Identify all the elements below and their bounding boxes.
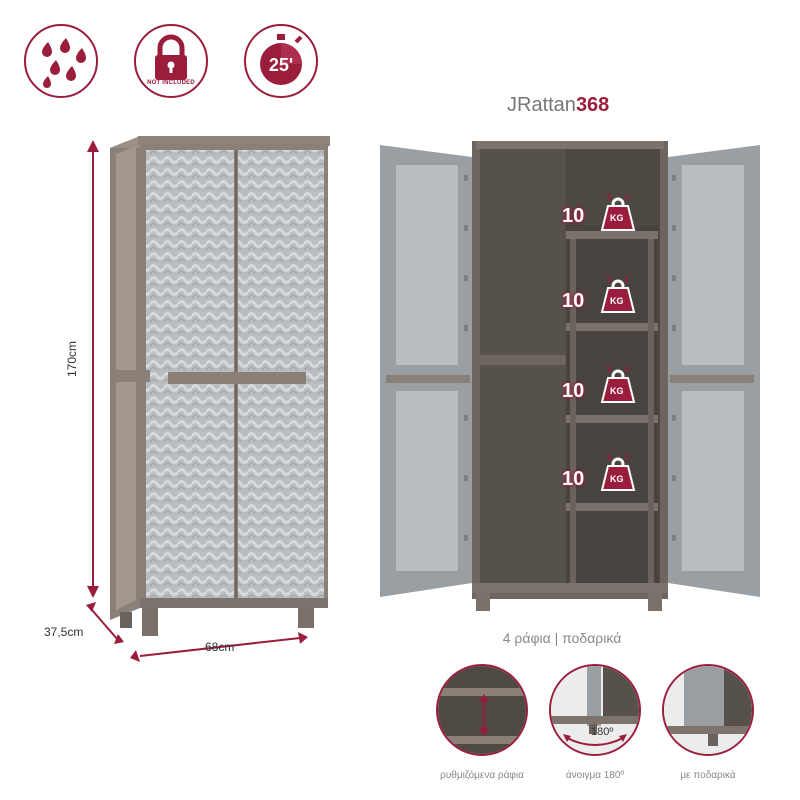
door-opening-degree: 180º xyxy=(591,726,614,738)
feet-thumb xyxy=(662,664,754,756)
lock-not-included-label: NOT INCLUDED xyxy=(147,80,195,86)
dimension-arrows xyxy=(86,140,308,662)
product-model-number: 368 xyxy=(575,94,610,116)
shelf-load-unit: KG xyxy=(610,386,624,396)
shelf-load-unit: KG xyxy=(610,296,624,306)
product-title: JRattan368 xyxy=(507,94,609,117)
feet-label: με ποδαρικά xyxy=(680,770,736,781)
door-opening-thumb: 180º xyxy=(549,664,641,756)
feet-icon xyxy=(664,666,752,754)
stopwatch-icon xyxy=(260,34,303,85)
adjustable-shelf-label: ρυθμιζόμενα ράφια xyxy=(440,770,524,781)
shelf-load-value: 10 xyxy=(562,290,585,312)
depth-dimension-label: 37,5cm xyxy=(44,625,84,639)
weight-icon xyxy=(600,275,636,313)
weight-icon xyxy=(600,365,636,403)
lock-not-included-badge: NOT INCLUDED xyxy=(134,24,208,98)
width-dimension-label: 68cm xyxy=(205,640,235,654)
shelf-load-unit: KG xyxy=(610,213,624,223)
weight-icon xyxy=(600,193,636,231)
door-opening-label: άνοιγμα 180º xyxy=(565,770,625,781)
door-opening-icon xyxy=(551,666,639,754)
lock-icon xyxy=(155,34,187,80)
rain-drops-icon xyxy=(42,38,86,88)
shelves-feet-caption: 4 ράφια | ποδαρικά xyxy=(502,630,622,646)
product-name-prefix: JRattan xyxy=(507,94,576,116)
shelf-load-value: 10 xyxy=(562,468,585,490)
height-dimension-label: 170cm xyxy=(65,340,80,378)
adjustable-shelf-icon xyxy=(438,666,526,754)
shelf-load-value: 10 xyxy=(562,205,585,227)
adjustable-shelf-thumb xyxy=(436,664,528,756)
weight-icon xyxy=(600,453,636,491)
assembly-time-badge: 25' xyxy=(244,24,318,98)
rain-resistant-badge xyxy=(24,24,98,98)
shelf-load-value: 10 xyxy=(562,380,585,402)
shelf-load-unit: KG xyxy=(610,474,624,484)
assembly-time-value: 25' xyxy=(268,55,294,75)
closed-cabinet-illustration xyxy=(110,136,330,636)
